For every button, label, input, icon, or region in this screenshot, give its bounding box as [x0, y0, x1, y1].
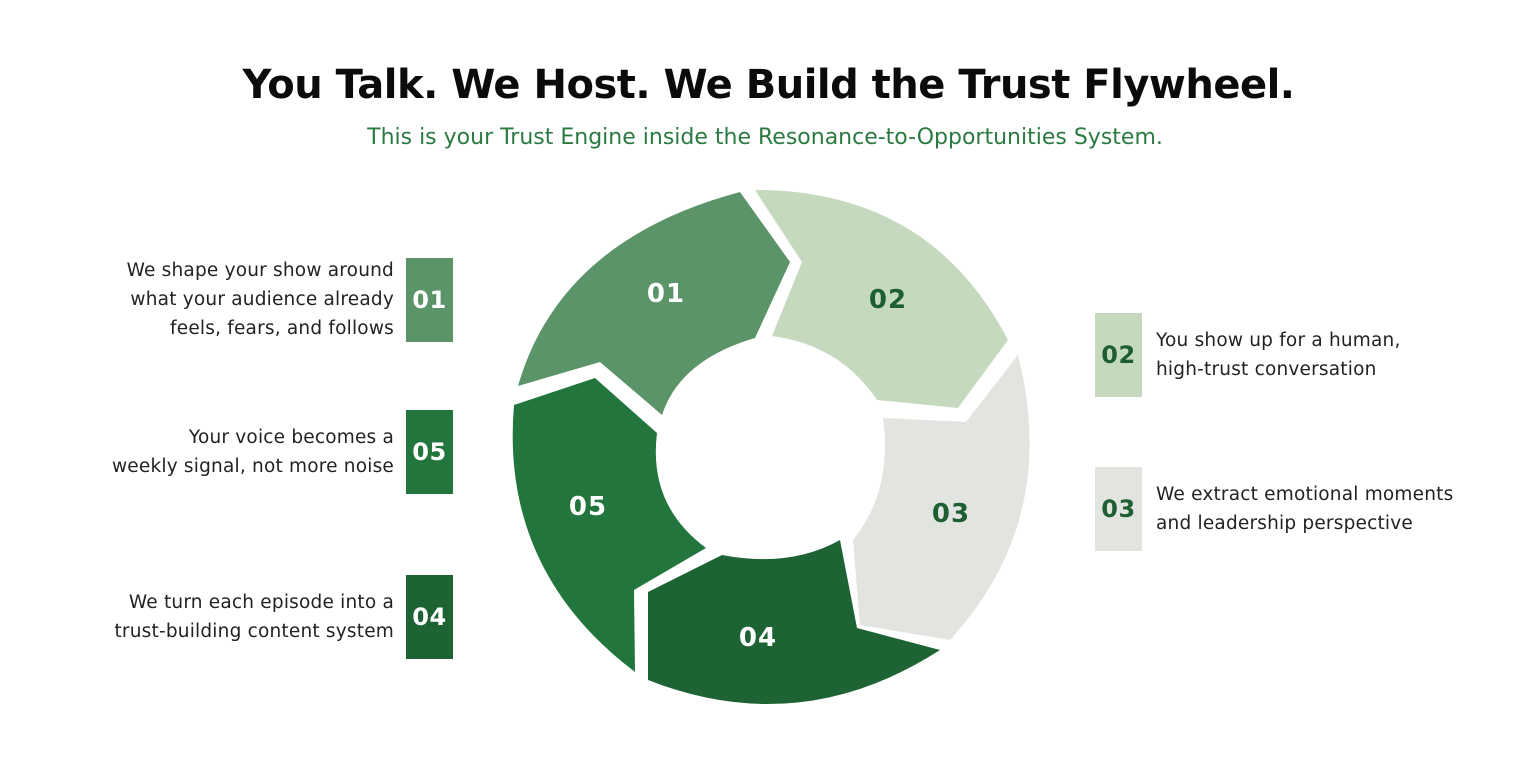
step-04-badge: 04	[406, 575, 453, 659]
step-02: 02 You show up for a human, high-trust c…	[1095, 313, 1401, 397]
step-03-text: We extract emotional moments and leaders…	[1156, 484, 1454, 534]
step-05-text: Your voice becomes a weekly signal, not …	[111, 427, 394, 477]
wheel-segment-01	[518, 192, 790, 415]
wheel-segment-03	[853, 355, 1030, 640]
step-05: Your voice becomes a weekly signal, not …	[112, 410, 453, 494]
page-title: You Talk. We Host. We Build the Trust Fl…	[242, 62, 1296, 108]
step-03-badge: 03	[1095, 467, 1142, 551]
wheel-label-02: 02	[869, 285, 907, 315]
wheel-label-03: 03	[932, 499, 970, 529]
wheel-label-05: 05	[569, 492, 607, 522]
step-04-text: We turn each episode into a trust-buildi…	[114, 592, 394, 642]
step-01: We shape your show around what your audi…	[127, 256, 453, 343]
step-01-badge: 01	[406, 257, 453, 342]
step-01-text: We shape your show around what your audi…	[126, 260, 394, 339]
wheel-segment-04	[648, 540, 940, 704]
wheel-segment-05	[512, 378, 706, 672]
wheel-label-01: 01	[647, 279, 685, 309]
step-02-badge: 02	[1095, 313, 1142, 397]
wheel-label-04: 04	[739, 623, 777, 653]
step-02-text: You show up for a human, high-trust conv…	[1156, 330, 1401, 380]
step-03: 03 We extract emotional moments and lead…	[1095, 467, 1453, 551]
wheel-segment-02	[755, 190, 1008, 408]
step-04: We turn each episode into a trust-buildi…	[114, 575, 453, 659]
page-subtitle: This is your Trust Engine inside the Res…	[367, 125, 1163, 150]
step-05-badge: 05	[406, 410, 453, 494]
